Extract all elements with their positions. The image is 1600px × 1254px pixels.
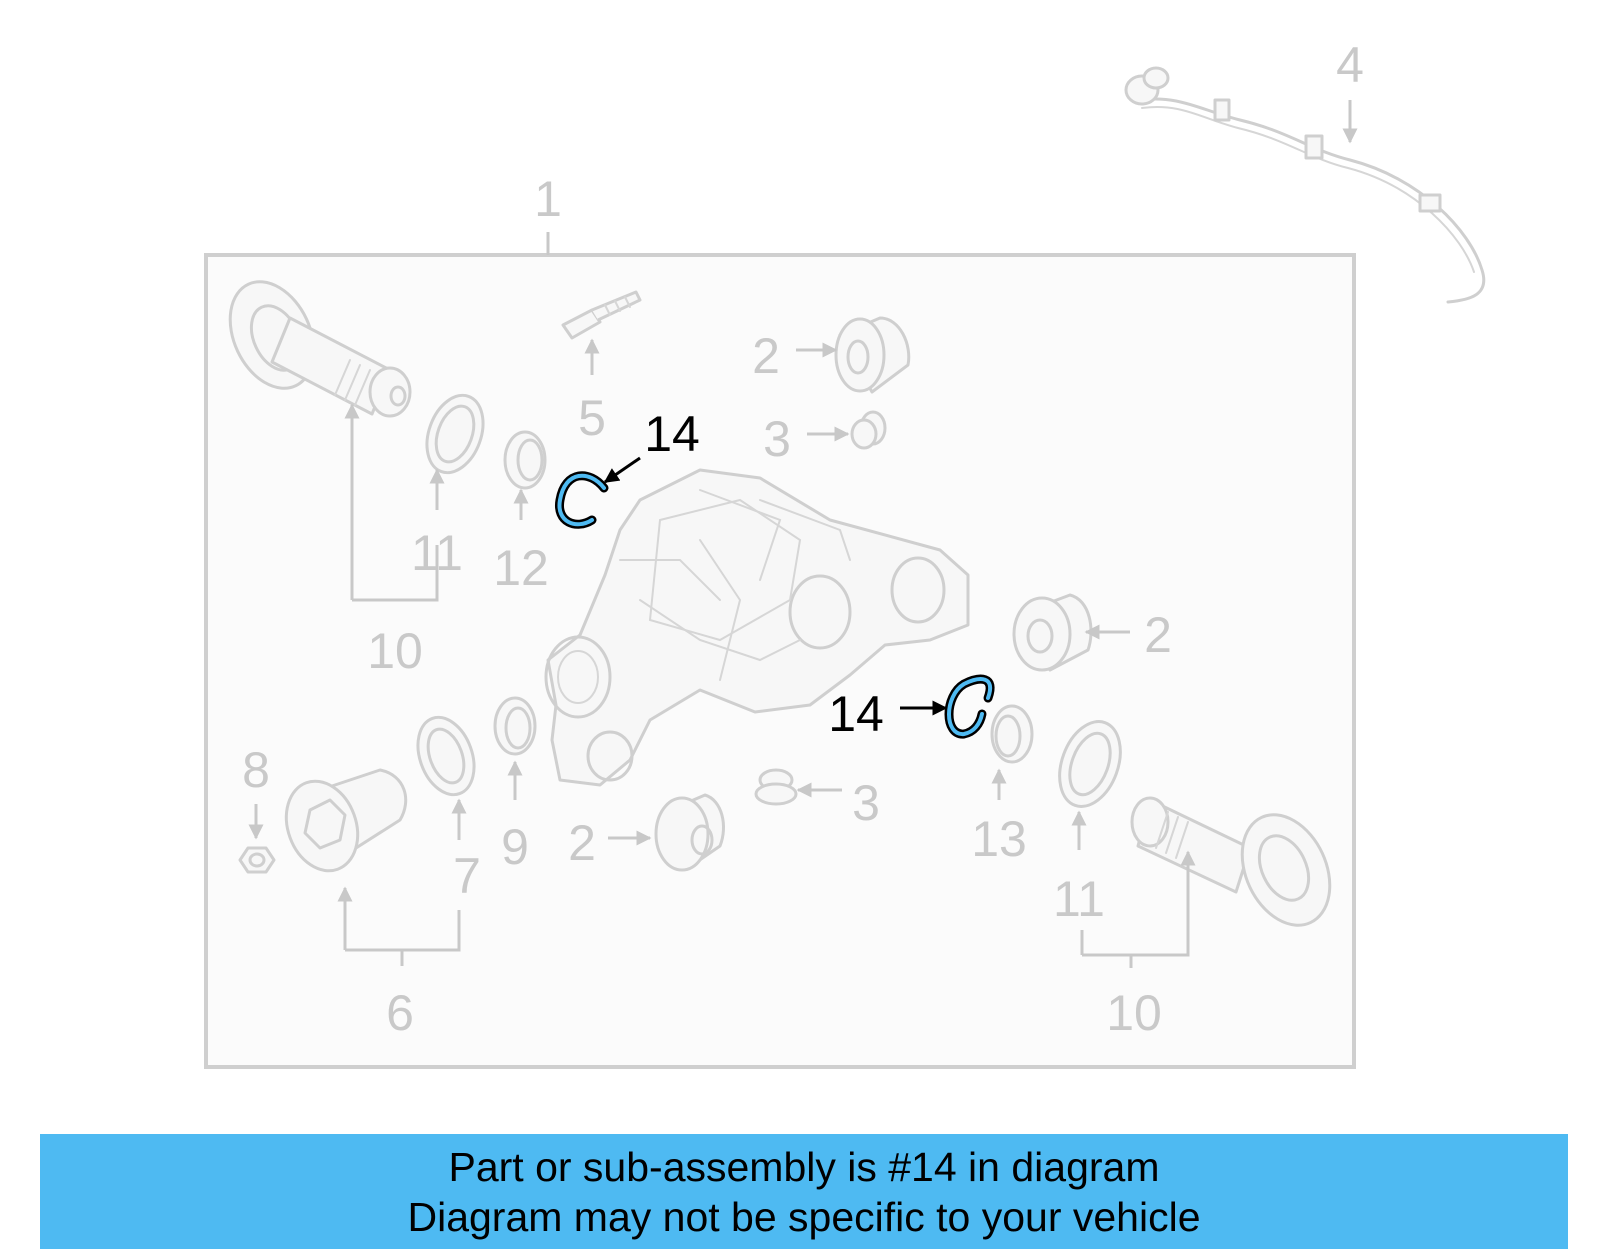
bolt-5[interactable] xyxy=(561,290,642,340)
callout-6: 6 xyxy=(386,985,414,1041)
callout-8: 8 xyxy=(242,742,270,798)
seal-7[interactable] xyxy=(408,710,484,803)
axle-flange-right[interactable] xyxy=(1130,796,1347,939)
info-banner: Part or sub-assembly is #14 in diagram D… xyxy=(40,1134,1568,1249)
callout-2-bottom: 2 xyxy=(568,815,596,871)
axle-flange-left[interactable] xyxy=(214,268,412,418)
callout-2-right: 2 xyxy=(1144,607,1172,663)
banner-line-disclaimer: Diagram may not be specific to your vehi… xyxy=(407,1194,1201,1240)
leader-14-upper xyxy=(603,456,641,484)
bushing-top[interactable] xyxy=(834,316,911,394)
callout-9: 9 xyxy=(501,819,529,875)
seal-right[interactable] xyxy=(1049,713,1132,815)
callout-7: 7 xyxy=(453,848,481,904)
differential-housing[interactable] xyxy=(544,468,970,787)
callout-14-upper[interactable]: 14 xyxy=(644,406,700,462)
callout-11-left: 11 xyxy=(411,525,463,581)
callout-5: 5 xyxy=(578,390,606,446)
plug-top[interactable] xyxy=(850,410,887,450)
callout-10-right: 10 xyxy=(1106,985,1162,1041)
callout-4: 4 xyxy=(1336,37,1364,93)
input-flange[interactable] xyxy=(274,768,408,881)
callout-13: 13 xyxy=(971,811,1027,867)
bearing-ring-13[interactable] xyxy=(990,704,1034,764)
bearing-ring-12[interactable] xyxy=(503,430,547,490)
callout-14-lower[interactable]: 14 xyxy=(828,686,884,742)
bushing-right[interactable] xyxy=(1012,593,1093,672)
nut-8[interactable] xyxy=(238,846,276,874)
snap-ring-14-lower[interactable] xyxy=(944,674,995,739)
callout-2-top: 2 xyxy=(752,328,780,384)
seal-left[interactable] xyxy=(417,388,493,481)
callout-11-right: 11 xyxy=(1053,871,1105,927)
bushing-bottom[interactable] xyxy=(654,793,725,872)
callout-12: 12 xyxy=(493,540,549,596)
callout-3-bottom: 3 xyxy=(852,775,880,831)
wiring-harness[interactable] xyxy=(1124,66,1486,304)
plug-bottom[interactable] xyxy=(754,768,798,806)
callout-10-left: 10 xyxy=(367,623,423,679)
banner-line-part: Part or sub-assembly is #14 in diagram xyxy=(448,1144,1160,1190)
callout-3-top: 3 xyxy=(763,411,791,467)
callout-1: 1 xyxy=(534,171,562,227)
snap-ring-14-upper[interactable] xyxy=(555,471,609,529)
bearing-ring-9[interactable] xyxy=(493,696,537,756)
